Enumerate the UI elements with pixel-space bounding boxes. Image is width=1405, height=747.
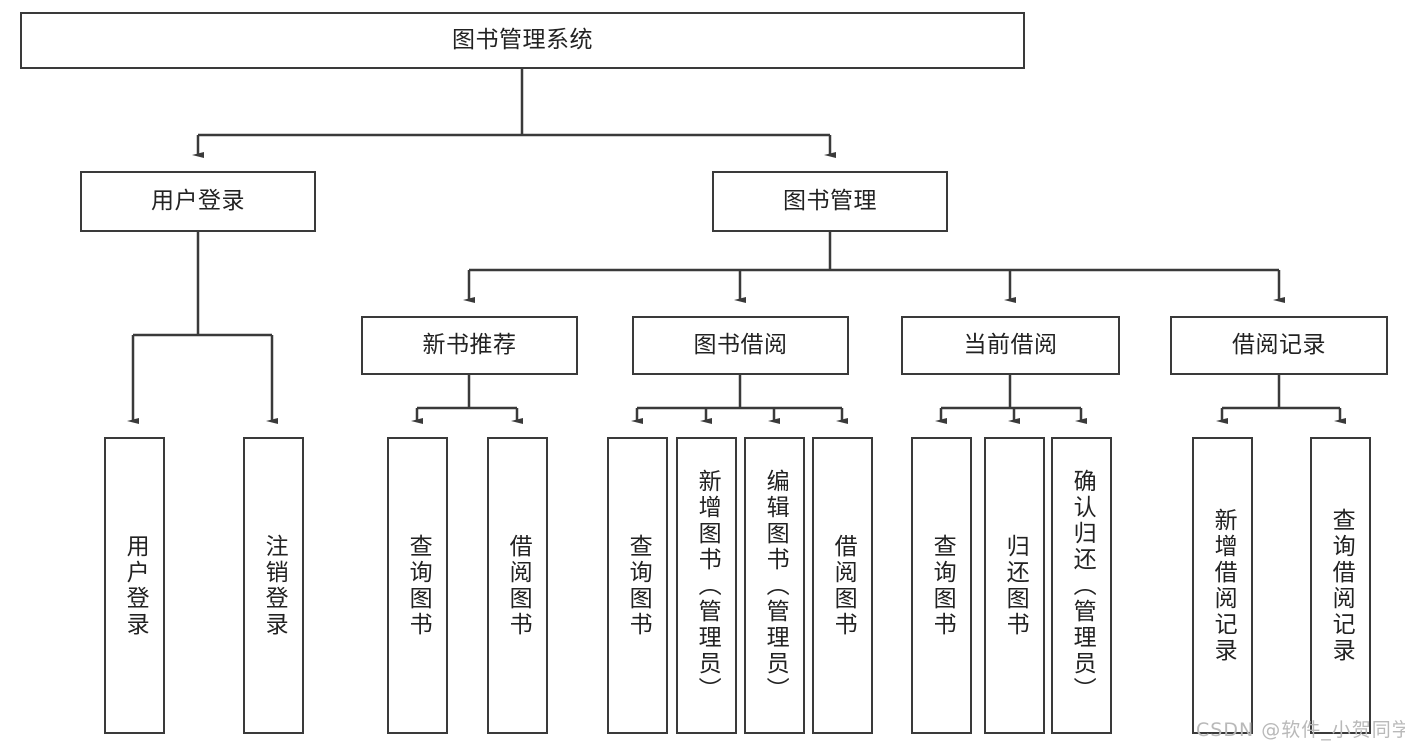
node-book-management[interactable]: 图书管理 (712, 171, 948, 232)
node-user-login[interactable]: 用户登录 (80, 171, 316, 232)
node-leaf-query-borrow-record[interactable]: 查询借阅记录 (1310, 437, 1371, 734)
node-book-borrow[interactable]: 图书借阅 (632, 316, 849, 375)
node-leaf-query-book-current[interactable]: 查询图书 (911, 437, 972, 734)
node-leaf-confirm-return-admin[interactable]: 确认归还（管理员） (1051, 437, 1112, 734)
node-leaf-query-book-borrow[interactable]: 查询图书 (607, 437, 668, 734)
node-current-borrow[interactable]: 当前借阅 (901, 316, 1120, 375)
node-leaf-add-book-admin[interactable]: 新增图书（管理员） (676, 437, 737, 734)
node-leaf-borrow-book-borrow[interactable]: 借阅图书 (812, 437, 873, 734)
node-borrow-record[interactable]: 借阅记录 (1170, 316, 1388, 375)
node-leaf-add-borrow-record[interactable]: 新增借阅记录 (1192, 437, 1253, 734)
node-new-book-recommend[interactable]: 新书推荐 (361, 316, 578, 375)
node-leaf-borrow-book-new[interactable]: 借阅图书 (487, 437, 548, 734)
node-leaf-query-book-new[interactable]: 查询图书 (387, 437, 448, 734)
node-leaf-edit-book-admin[interactable]: 编辑图书（管理员） (744, 437, 805, 734)
node-leaf-user-login[interactable]: 用户登录 (104, 437, 165, 734)
node-leaf-return-book[interactable]: 归还图书 (984, 437, 1045, 734)
node-root[interactable]: 图书管理系统 (20, 12, 1025, 69)
node-leaf-logout[interactable]: 注销登录 (243, 437, 304, 734)
csdn-watermark: CSDN @软件_小贺同学 (1196, 719, 1405, 741)
